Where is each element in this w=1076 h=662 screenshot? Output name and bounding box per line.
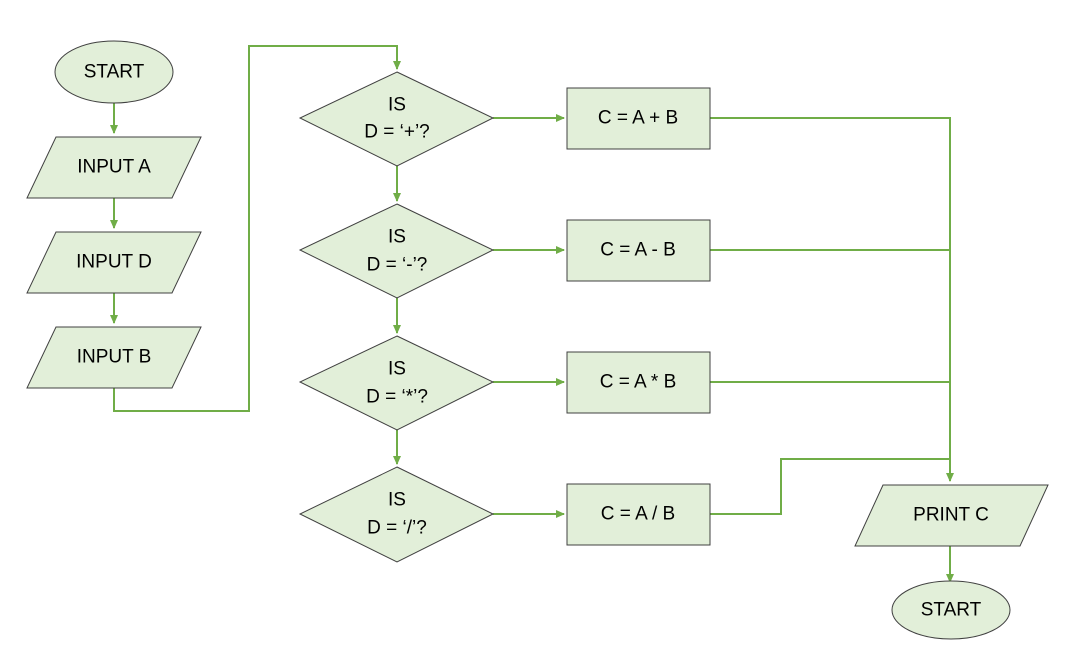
print-node: PRINT C <box>854 484 1049 547</box>
decision-div-line2: D = ‘/’? <box>367 518 427 539</box>
edge-input-b-to-dec-add <box>113 45 401 412</box>
process-add: C = A + B <box>566 87 711 150</box>
start-label: START <box>84 62 145 83</box>
process-mul: C = A * B <box>566 351 711 414</box>
decision-mul-diamond <box>298 335 495 431</box>
decision-sub-diamond <box>298 203 495 299</box>
decision-add-line2: D = ‘+’? <box>364 122 429 143</box>
input-d-node: INPUT D <box>26 231 202 294</box>
process-div: C = A / B <box>566 483 711 546</box>
edge-proc-add-to-print <box>710 117 954 482</box>
decision-div-line1: IS <box>388 490 406 511</box>
process-sub: C = A - B <box>566 219 711 282</box>
process-div-box <box>566 483 711 546</box>
input-b-node: INPUT B <box>26 326 202 389</box>
input-b-label: INPUT B <box>77 347 152 368</box>
decision-sub-line1: IS <box>388 227 406 248</box>
input-d-label: INPUT D <box>76 252 152 273</box>
print-parallelogram <box>854 484 1049 547</box>
edge-proc-div-to-print <box>710 458 950 515</box>
decision-div-diamond <box>298 466 495 563</box>
decision-mul-line2: D = ‘*’? <box>366 387 428 408</box>
decision-mul: IS D = ‘*’? <box>298 335 495 431</box>
connectors <box>110 45 954 583</box>
process-add-label: C = A + B <box>598 108 678 129</box>
end-ellipse <box>891 580 1011 640</box>
input-a-node: INPUT A <box>26 136 202 199</box>
decision-add: IS D = ‘+’? <box>298 71 495 167</box>
process-add-box <box>566 87 711 150</box>
decision-mul-line1: IS <box>388 359 406 380</box>
process-mul-box <box>566 351 711 414</box>
decision-sub: IS D = ‘-’? <box>298 203 495 299</box>
process-sub-box <box>566 219 711 282</box>
process-div-label: C = A / B <box>601 504 675 525</box>
start-ellipse <box>54 40 174 104</box>
decision-add-diamond <box>298 71 495 167</box>
start-terminal: START <box>54 40 174 104</box>
decision-sub-line2: D = ‘-’? <box>367 255 428 276</box>
end-label: START <box>921 600 982 621</box>
print-label: PRINT C <box>913 505 989 526</box>
input-b-parallelogram <box>26 326 202 389</box>
end-terminal: START <box>891 580 1011 640</box>
input-a-label: INPUT A <box>77 157 151 178</box>
input-d-parallelogram <box>26 231 202 294</box>
input-a-parallelogram <box>26 136 202 199</box>
decision-add-line1: IS <box>388 95 406 116</box>
decision-div: IS D = ‘/’? <box>298 466 495 563</box>
process-mul-label: C = A * B <box>600 372 677 393</box>
process-sub-label: C = A - B <box>600 240 676 261</box>
